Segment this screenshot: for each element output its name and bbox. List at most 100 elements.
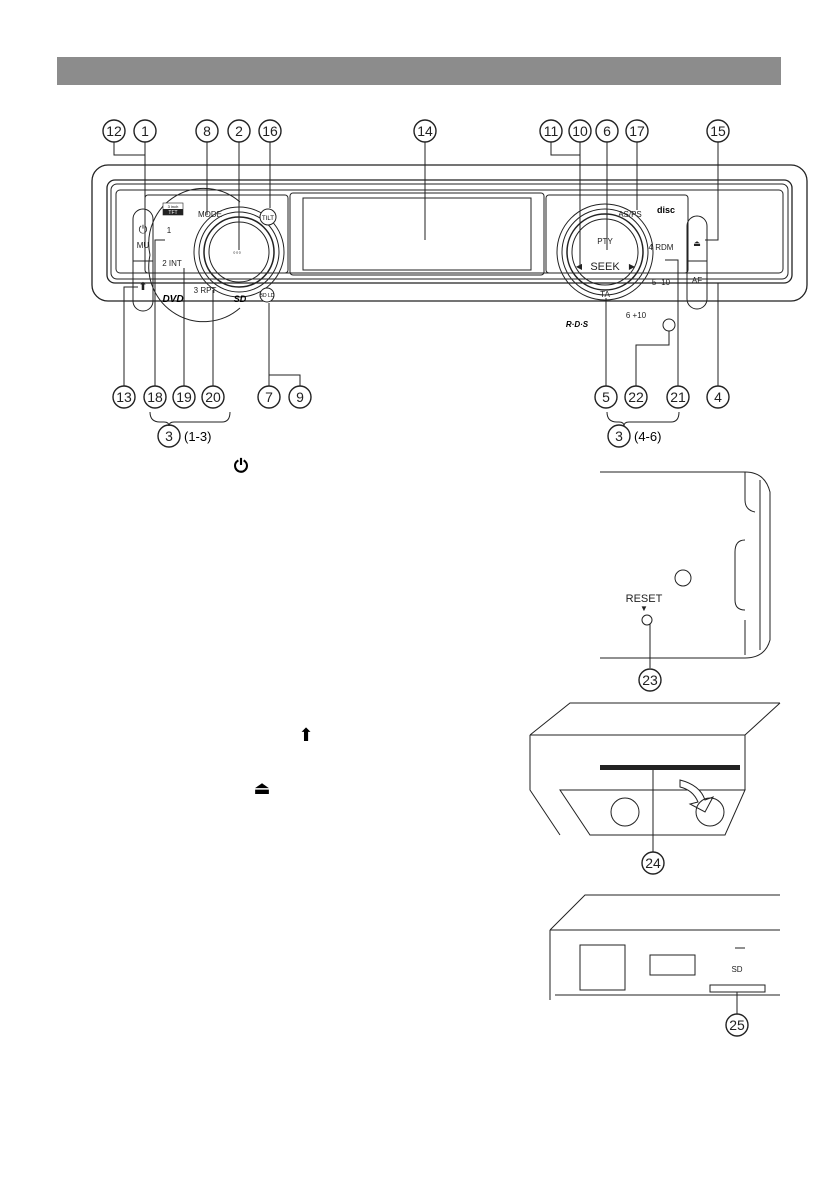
leader-lines-top — [113, 142, 719, 268]
pty-button[interactable]: PTY — [597, 237, 613, 246]
svg-text:MU: MU — [137, 241, 150, 250]
seek-left-icon[interactable]: ◀ — [576, 262, 583, 271]
preset-4-rdm-button[interactable]: 4 RDM — [649, 243, 674, 252]
callout-17: 17 — [625, 119, 649, 143]
svg-text:18: 18 — [147, 389, 163, 405]
callout-13: 13 — [112, 385, 136, 409]
disc-drawer-illustration — [529, 702, 781, 852]
svg-text:TILT: TILT — [262, 216, 274, 222]
sd-card-slot[interactable] — [709, 984, 766, 993]
svg-text:14: 14 — [417, 123, 433, 139]
callout-18: 18 — [143, 385, 167, 409]
svg-text:7: 7 — [265, 389, 273, 405]
mode-button[interactable]: MODE — [198, 210, 222, 219]
sd-slot-illustration: SD — [549, 894, 780, 1014]
screen-size-badge: 3 inch TFT — [162, 202, 184, 216]
home-release-icon: ⬆ — [138, 281, 147, 293]
leader-lines-bottom — [123, 239, 719, 386]
svg-text:22: 22 — [628, 389, 644, 405]
svg-text:16: 16 — [262, 123, 278, 139]
preset-6-button[interactable]: 6 +10 — [626, 311, 647, 320]
brace-right — [606, 411, 680, 427]
svg-text:9: 9 — [296, 389, 304, 405]
callout-23: 23 — [638, 668, 662, 692]
callout-6: 6 — [595, 119, 619, 143]
svg-text:12: 12 — [106, 123, 122, 139]
svg-text:20: 20 — [205, 389, 221, 405]
reset-panel-illustration: RESET ▼ — [600, 471, 771, 668]
sd-icon: SD — [731, 965, 742, 974]
screen-bezel — [289, 192, 545, 276]
reset-arrow-icon: ▼ — [640, 604, 648, 613]
svg-text:24: 24 — [645, 855, 661, 871]
svg-text:8: 8 — [203, 123, 211, 139]
svg-text:21: 21 — [670, 389, 686, 405]
svg-text:AF: AF — [692, 276, 702, 285]
svg-text:4: 4 — [714, 389, 722, 405]
svg-text:10: 10 — [572, 123, 588, 139]
as-ps-button[interactable]: AS/PS — [618, 210, 642, 219]
callout-8: 8 — [195, 119, 219, 143]
preset-2-int-button[interactable]: 2 INT — [162, 259, 182, 268]
svg-text:3: 3 — [165, 428, 173, 444]
seek-right-icon[interactable]: ▶ — [629, 262, 636, 271]
faceplate — [91, 164, 808, 302]
eject-icon: ⏏ — [693, 239, 701, 248]
svg-text:15: 15 — [710, 123, 726, 139]
knob-dots: ◦◦◦ — [233, 248, 242, 257]
callout-11: 11 — [539, 119, 563, 143]
callout-22: 22 — [624, 385, 648, 409]
callout-1: 1 — [133, 119, 157, 143]
ta-button[interactable]: TA — [600, 290, 610, 299]
callout-5: 5 — [594, 385, 618, 409]
svg-text:19: 19 — [176, 389, 192, 405]
preset-5-button[interactable]: 5 -10 — [652, 278, 671, 287]
callout-20: 20 — [201, 385, 225, 409]
callout-12: 12 — [102, 119, 126, 143]
preset-3-rpt-button[interactable]: 3 RPT — [194, 286, 217, 295]
svg-text:3: 3 — [615, 428, 623, 444]
svg-text:BD LD: BD LD — [260, 293, 275, 299]
svg-text:23: 23 — [642, 672, 658, 688]
dvd-logo: DVD — [162, 294, 183, 305]
callout-24: 24 — [641, 851, 665, 875]
bd-ld-button[interactable]: BD LD — [259, 287, 275, 303]
ir-sensor — [662, 318, 676, 332]
tilt-button[interactable]: TILT — [259, 208, 277, 226]
callout-14: 14 — [413, 119, 437, 143]
callout-21: 21 — [666, 385, 690, 409]
release-button[interactable]: ⬆ — [132, 260, 154, 312]
callout-16: 16 — [258, 119, 282, 143]
seek-knob[interactable] — [556, 203, 654, 301]
svg-text:5: 5 — [602, 389, 610, 405]
eject-icon: ⏏ — [253, 778, 270, 798]
svg-text:13: 13 — [116, 389, 132, 405]
tft-screen — [302, 197, 532, 271]
callout-25: 25 — [725, 1013, 749, 1037]
svg-text:11: 11 — [544, 123, 559, 139]
disc-logo: disc — [657, 205, 675, 215]
preset-1-button[interactable]: 1 — [167, 226, 172, 235]
reset-button[interactable] — [641, 614, 653, 626]
callout-19: 19 — [172, 385, 196, 409]
callout-2: 2 — [227, 119, 251, 143]
sd-logo: SD — [234, 294, 247, 304]
seek-button[interactable]: SEEK — [590, 261, 620, 273]
callout-3-group-left: 3 — [157, 424, 181, 448]
group-range-right: (4-6) — [634, 429, 661, 444]
power-mute-button[interactable]: ⏻ MU — [132, 208, 154, 262]
reset-label: RESET — [626, 593, 663, 605]
brace-left — [149, 411, 231, 427]
svg-text:3 inch: 3 inch — [168, 204, 179, 209]
af-button[interactable]: AF — [686, 260, 708, 310]
callout-7: 7 — [257, 385, 281, 409]
eject-button[interactable]: ⏏ — [686, 215, 708, 262]
svg-text:TFT: TFT — [168, 210, 177, 216]
svg-text:2: 2 — [235, 123, 243, 139]
home-eject-icon: ⬆ — [298, 725, 313, 745]
power-icon: ⏻ — [139, 224, 148, 236]
callout-9: 9 — [288, 385, 312, 409]
section-header-bar — [57, 57, 781, 85]
callout-3-group-right: 3 — [607, 424, 631, 448]
